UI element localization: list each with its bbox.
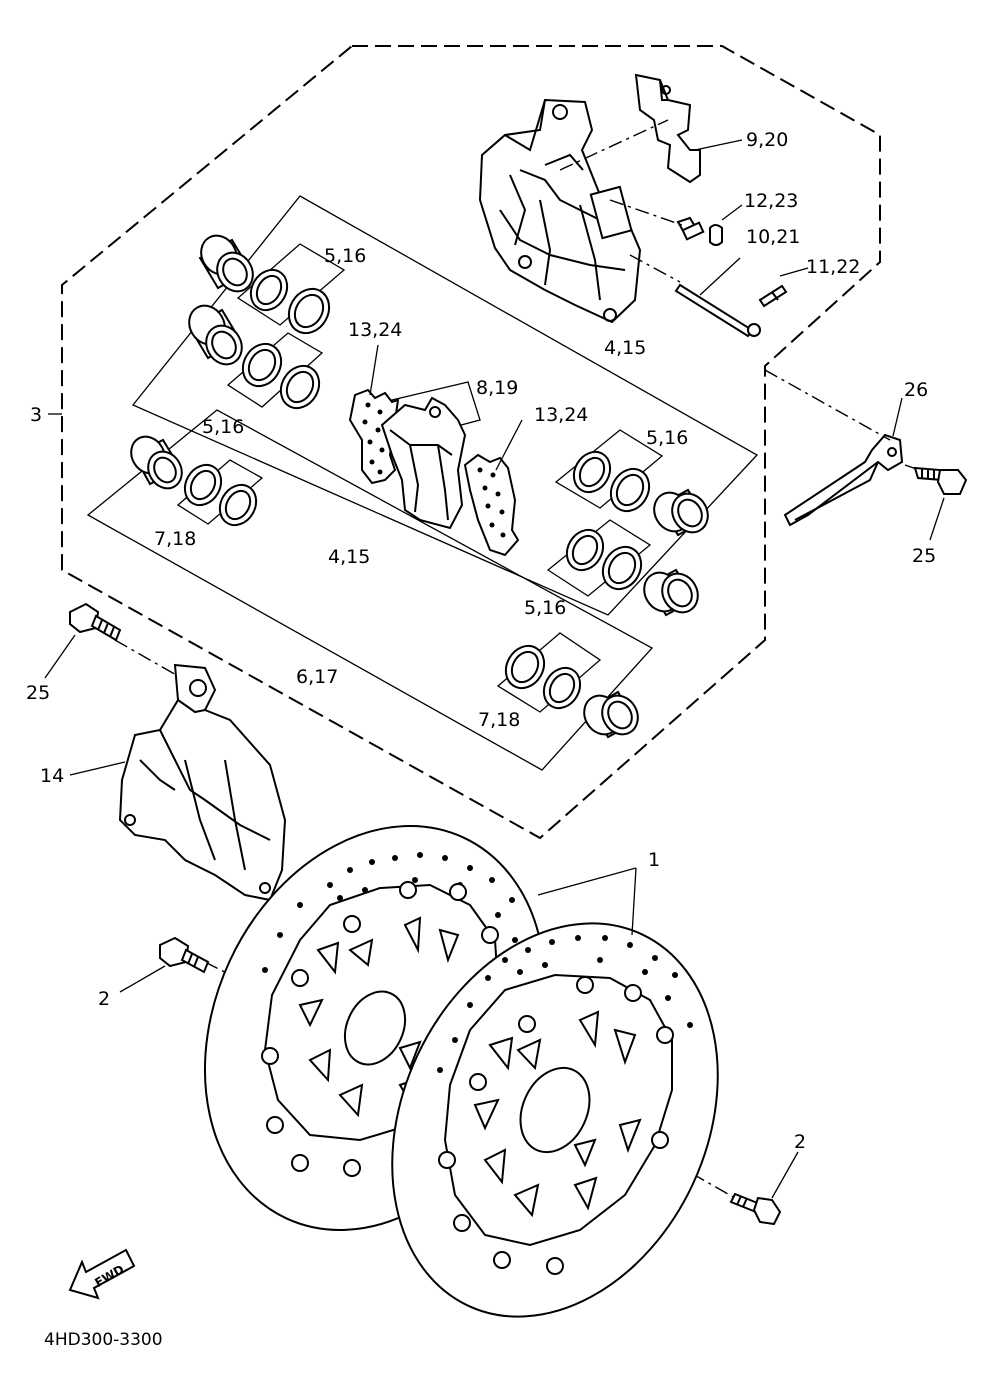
front-disc-cutouts (473, 1010, 642, 1218)
outline-6-17 (86, 409, 654, 771)
seal-pair-4 (572, 450, 651, 513)
callout-10-21: 10,21 (746, 226, 800, 248)
callout-5-16-right: 5,16 (646, 427, 688, 449)
piston-4 (653, 488, 709, 537)
fwd-arrow-icon: FWD (68, 1248, 136, 1300)
seal-pair-1 (249, 268, 331, 335)
pad-pin-10-21 (674, 283, 761, 338)
brake-pads (348, 388, 520, 557)
pad-spring-9-20 (634, 73, 701, 184)
outline-5-16-c (554, 429, 664, 509)
caliper-assembly-upper (478, 98, 642, 324)
callout-7-18-left: 7,18 (154, 528, 196, 550)
piston-1 (198, 234, 254, 293)
seal-pair-3 (183, 463, 258, 527)
callout-8-19: 8,19 (476, 377, 518, 399)
callout-13-24-left: 13,24 (348, 319, 402, 341)
piston-3 (130, 435, 183, 490)
callout-4-15-upper: 4,15 (604, 337, 646, 359)
callout-1: 1 (648, 849, 660, 871)
front-disc-holes (437, 935, 693, 1073)
piston-6 (583, 690, 639, 739)
callout-4-15-lower: 4,15 (328, 546, 370, 568)
callout-2-right: 2 (794, 1131, 806, 1153)
callout-13-24-right: 13,24 (534, 404, 588, 426)
clip-11-22 (758, 284, 788, 308)
pad-shim-left (348, 388, 400, 485)
brake-pad (380, 396, 467, 530)
pad-shim-right (463, 453, 520, 557)
callout-25-right: 25 (912, 545, 936, 567)
diagram-code: 4HD300-3300 (44, 1330, 163, 1350)
bolt-25-right (913, 466, 968, 495)
callout-labels: 1 2 2 3 4,15 4,15 5,16 5,16 5,16 5,16 6,… (26, 129, 936, 1153)
callout-12-23: 12,23 (744, 190, 798, 212)
callout-25-left: 25 (26, 682, 50, 704)
disc-bolt-2-left (159, 936, 210, 974)
piston-2 (188, 304, 243, 366)
bolt-25-left (69, 602, 122, 642)
callout-6-17: 6,17 (296, 666, 338, 688)
seal-pair-5 (565, 528, 643, 591)
piston-set-right (504, 450, 709, 739)
callout-26: 26 (904, 379, 928, 401)
front-disc-buttons (438, 976, 674, 1275)
callout-5-16-left: 5,16 (202, 416, 244, 438)
disc-bolt-2-right (729, 1192, 782, 1226)
callout-5-16-top: 5,16 (324, 245, 366, 267)
brake-disc-front (391, 922, 719, 1318)
callout-11-22: 11,22 (806, 256, 860, 278)
hanger-clip-26 (783, 433, 904, 527)
callout-7-18-right: 7,18 (478, 709, 520, 731)
caliper-kit-boundary (61, 45, 881, 840)
caliper-lower-14 (118, 663, 287, 902)
seal-pair-2 (241, 342, 321, 410)
bleed-screw-12-23 (676, 216, 723, 246)
callout-2-left: 2 (98, 988, 110, 1010)
callout-14: 14 (40, 765, 64, 787)
rear-disc-buttons (261, 881, 499, 1177)
leader-lines (44, 139, 945, 1199)
callout-9-20: 9,20 (746, 129, 788, 151)
callout-3: 3 (30, 404, 42, 426)
callout-5-16-mid: 5,16 (524, 597, 566, 619)
piston-5 (643, 568, 699, 617)
outline-5-16-a (236, 243, 346, 326)
seal-pair-6 (504, 644, 582, 710)
piston-set-upper-left (130, 234, 331, 527)
